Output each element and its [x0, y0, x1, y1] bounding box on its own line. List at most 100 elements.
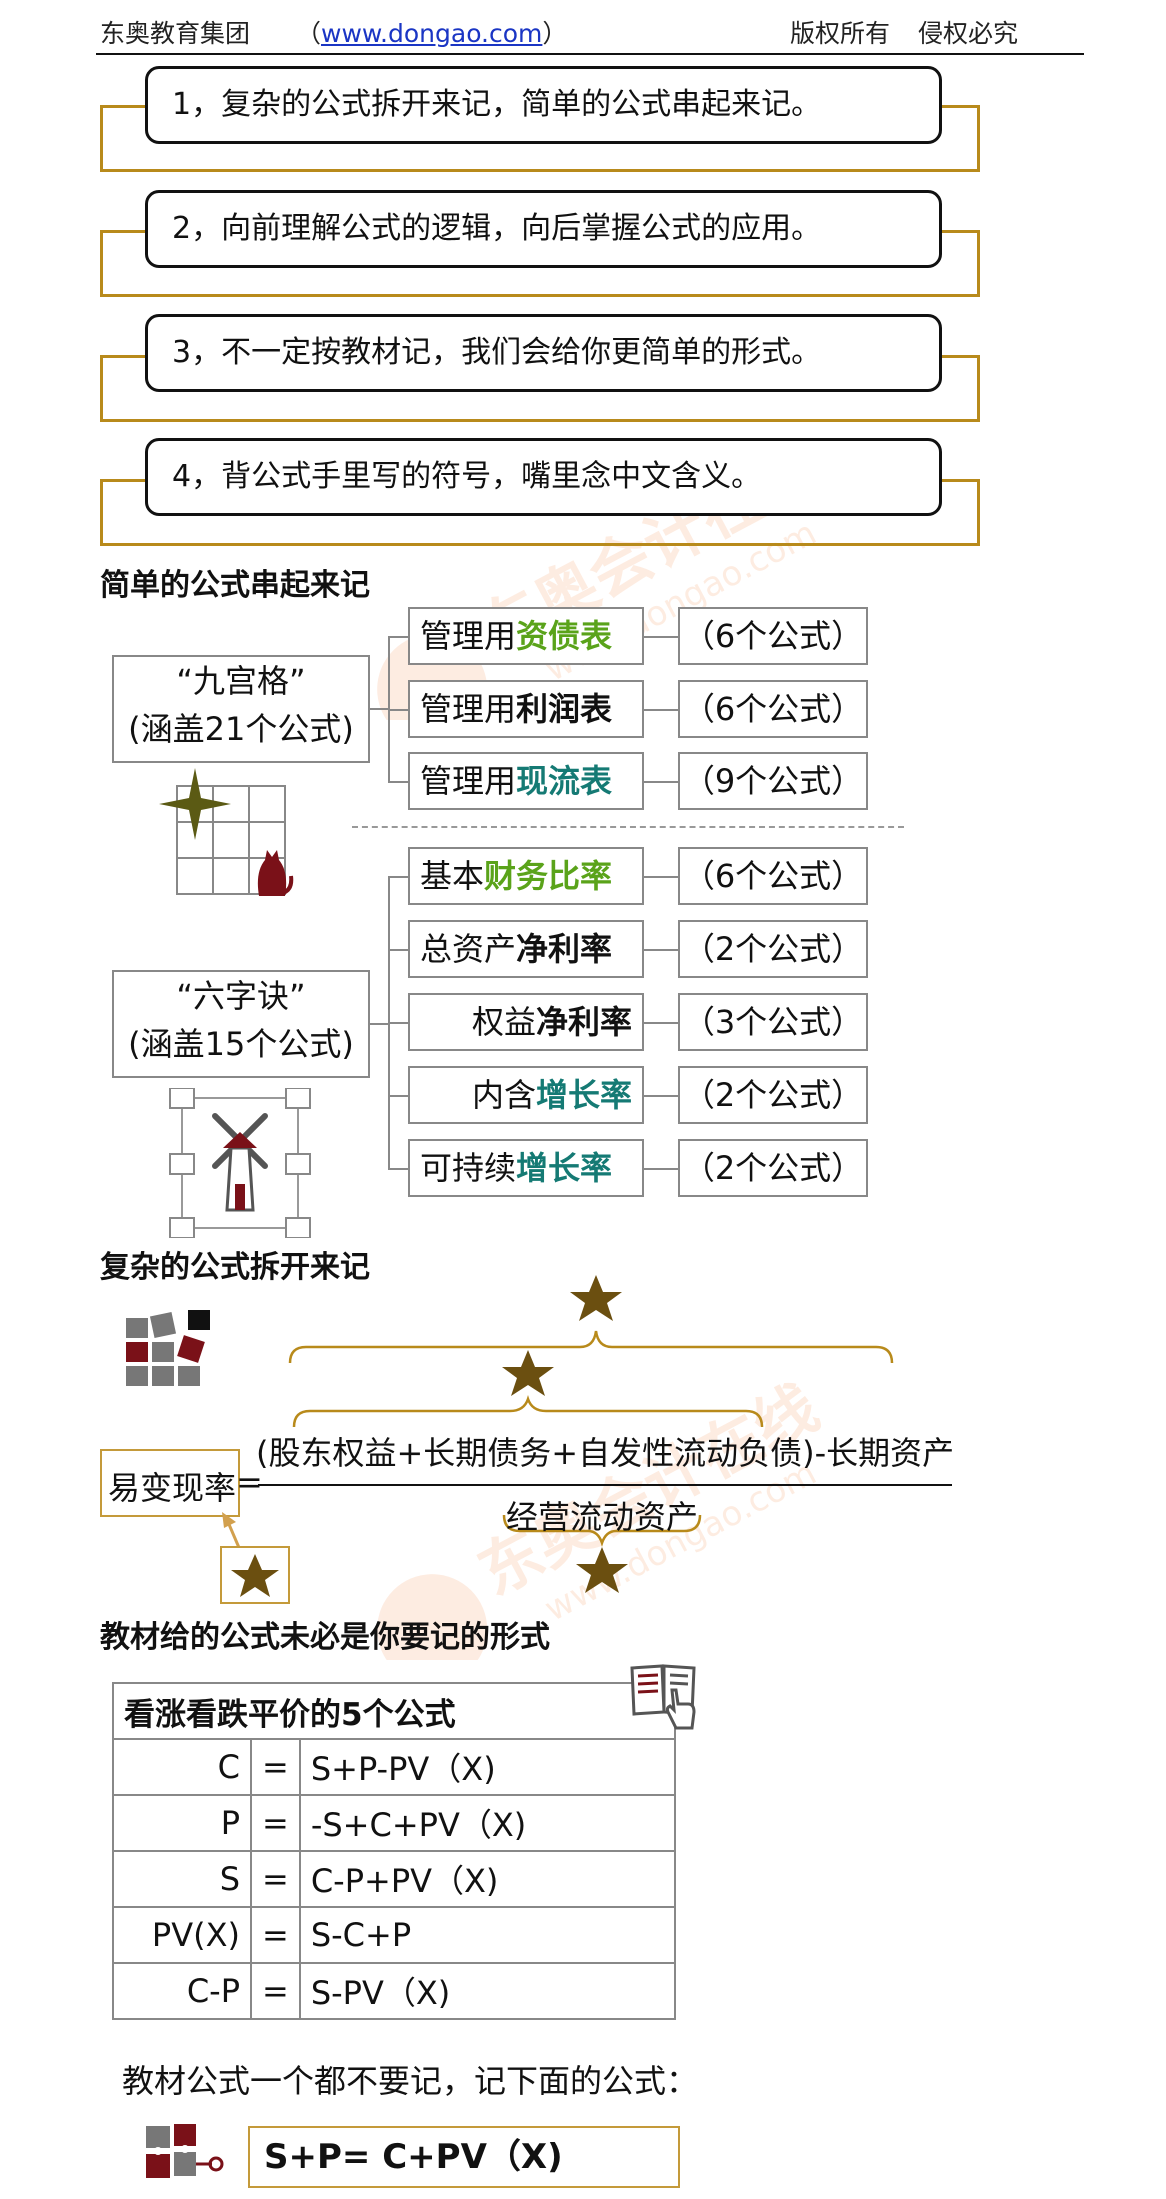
table-row: PV(X) = S-C+P — [112, 1906, 677, 1964]
parity-table: 看涨看跌平价的5个公式 C = S+P-PV（X) P = -S+C+PV（X)… — [112, 1682, 677, 2020]
section-title-complex: 复杂的公式拆开来记 — [100, 1250, 370, 1285]
item-keyword: 财务比率 — [484, 857, 613, 895]
group-jiugongge-box: “九宫格” (涵盖21个公式) — [112, 655, 370, 763]
watermark-logo-icon: 东奥会计在线 www.dongao.com — [377, 1370, 830, 1660]
formula-count: （6个公式） — [678, 680, 868, 738]
item-keyword: 增长率 — [535, 1076, 632, 1114]
table-cell-lhs: C — [112, 1738, 252, 1796]
header-warning: 侵权必究 — [918, 19, 1019, 48]
item-keyword: 资债表 — [516, 617, 613, 655]
header-url-prefix: （ — [296, 19, 322, 48]
connector — [644, 1095, 678, 1097]
connector — [644, 636, 678, 638]
table-cell-rhs: S+P-PV（X) — [298, 1738, 677, 1796]
formula-count: （2个公式） — [678, 1139, 868, 1197]
header-url-link[interactable]: www.dongao.com — [321, 19, 543, 48]
formula-item-equity-net-margin: 权益净利率 — [408, 993, 644, 1051]
table-cell-lhs: PV(X) — [112, 1906, 252, 1964]
table-row: P = -S+C+PV（X) — [112, 1794, 677, 1852]
formula-denominator: 经营流动资产 — [506, 1498, 699, 1536]
formula-item-cash-flow: 管理用现流表 — [408, 752, 644, 810]
formula-item-income-statement: 管理用利润表 — [408, 680, 644, 738]
item-keyword: 净利率 — [535, 1003, 632, 1041]
item-keyword: 利润表 — [516, 690, 613, 728]
table-row: C-P = S-PV（X) — [112, 1962, 677, 2020]
connector — [388, 1168, 408, 1170]
table-cell-rhs: S-C+P — [298, 1906, 677, 1964]
formula-count: （2个公式） — [678, 920, 868, 978]
formula-count: （6个公式） — [678, 607, 868, 665]
item-prefix: 总资产 — [420, 930, 517, 968]
formula-item-sustainable-growth: 可持续增长率 — [408, 1139, 644, 1197]
nine-grid-star-cat-icon — [159, 768, 294, 896]
building-blocks-icon — [126, 1310, 210, 1386]
tip-text: 2，向前理解公式的逻辑，向后掌握公式的应用。 — [145, 190, 942, 268]
item-prefix: 可持续 — [420, 1149, 517, 1187]
star-box — [220, 1546, 290, 1604]
book-pointer-icon — [630, 1664, 696, 1730]
connector — [388, 876, 408, 878]
star-icon — [576, 1547, 628, 1593]
item-prefix: 管理用 — [420, 617, 517, 655]
connector — [644, 876, 678, 878]
header-url-suffix: ） — [542, 19, 568, 48]
table-cell-eq: = — [250, 1794, 301, 1852]
tip-text: 4，背公式手里写的符号，嘴里念中文含义。 — [145, 438, 942, 516]
formula-count: （6个公式） — [678, 847, 868, 905]
section-divider — [352, 826, 904, 828]
group-coverage: (涵盖15个公式) — [128, 1025, 354, 1063]
item-prefix: 管理用 — [420, 762, 517, 800]
formula-lhs-box — [100, 1449, 240, 1517]
tip-frame — [100, 358, 980, 422]
table-cell-lhs: C-P — [112, 1962, 252, 2020]
formula-count: （2个公式） — [678, 1066, 868, 1124]
connector — [644, 1168, 678, 1170]
advice-text: 教材公式一个都不要记，记下面的公式： — [122, 2062, 699, 2100]
formula-lhs: 易变现率 — [108, 1469, 237, 1507]
tip-tab — [930, 230, 980, 233]
connector — [388, 1095, 408, 1097]
group-liuzijue-box: “六字诀” (涵盖15个公式) — [112, 970, 370, 1078]
item-prefix: 基本 — [420, 857, 485, 895]
connector — [388, 949, 408, 951]
formula-item-balance-sheet: 管理用资债表 — [408, 607, 644, 665]
table-cell-rhs: S-PV（X) — [298, 1962, 677, 2020]
table-row: C = S+P-PV（X) — [112, 1738, 677, 1796]
tip-tab — [100, 105, 148, 108]
formula-numerator: (股东权益+长期债务+自发性流动负债)-长期资产 — [256, 1434, 955, 1472]
table-cell-eq: = — [250, 1962, 301, 2020]
group-name: “九宫格” — [176, 662, 306, 700]
table-cell-rhs: C-P+PV（X) — [298, 1850, 677, 1908]
windmill-selection-icon — [169, 1088, 311, 1238]
table-title: 看涨看跌平价的5个公式 — [112, 1682, 676, 1740]
tip-tab — [100, 479, 148, 482]
header-rights: 版权所有 — [790, 19, 891, 48]
puzzle-pieces-icon — [146, 2124, 224, 2178]
table-cell-eq: = — [250, 1850, 301, 1908]
table-header-row: 看涨看跌平价的5个公式 — [112, 1682, 676, 1740]
connector — [388, 781, 408, 783]
final-formula: S+P= C+PV（X) — [248, 2126, 680, 2188]
table-cell-eq: = — [250, 1906, 301, 1964]
formula-item-internal-growth: 内含增长率 — [408, 1066, 644, 1124]
tip-tab — [100, 230, 148, 233]
connector — [388, 709, 408, 711]
formula-equals: = — [236, 1463, 263, 1501]
group-coverage: (涵盖21个公式) — [128, 710, 354, 748]
tip-tab — [930, 355, 980, 358]
connector — [388, 636, 408, 638]
group-name: “六字诀” — [176, 977, 306, 1015]
fraction-bar — [258, 1484, 952, 1486]
formula-annotations — [288, 1275, 894, 1593]
header-url-group: （www.dongao.com） — [296, 14, 567, 50]
table-cell-lhs: S — [112, 1850, 252, 1908]
connector — [370, 708, 390, 710]
formula-count: （3个公式） — [678, 993, 868, 1051]
tip-frame — [100, 233, 980, 297]
header-org: 东奥教育集团 — [100, 19, 251, 48]
star-icon — [231, 1554, 279, 1597]
table-cell-lhs: P — [112, 1794, 252, 1852]
item-keyword: 增长率 — [516, 1149, 613, 1187]
connector — [644, 781, 678, 783]
table-cell-eq: = — [250, 1738, 301, 1796]
